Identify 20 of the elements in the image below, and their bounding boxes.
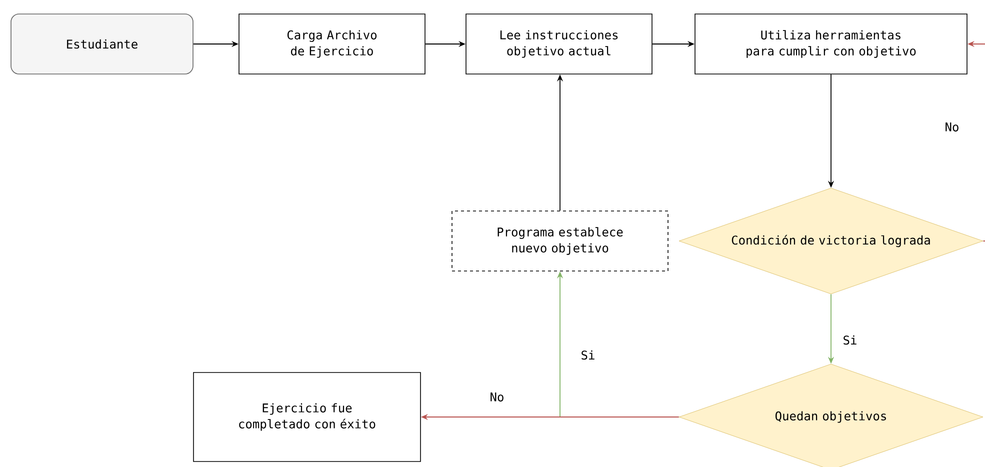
- node-label: Carga Archivo de Ejercicio: [287, 30, 377, 58]
- process-box: [694, 14, 968, 74]
- node-label: Ejercicio fue completado con éxito: [239, 403, 376, 431]
- edge-label: No: [488, 392, 506, 402]
- edge-label: Si: [842, 334, 858, 346]
- process-box: [452, 210, 668, 272]
- edge-label: Si: [580, 349, 596, 361]
- node-label: Estudiante: [67, 39, 138, 49]
- node-label: Utiliza herramientas para cumplir con objetivo: [746, 30, 916, 58]
- edge-label: No: [944, 122, 960, 132]
- node-label: Programa establece nuevo objetivo: [498, 227, 623, 255]
- decision-diamond: [678, 364, 984, 467]
- process-box: [238, 14, 426, 74]
- node-label: Condición de victoria lograda: [732, 234, 930, 248]
- process-box: [193, 372, 421, 462]
- node-label: Quedan objetivos: [776, 411, 886, 423]
- start-box: [10, 14, 194, 74]
- decision-diamond: [678, 188, 984, 294]
- node-label: Lee instrucciones objetivo actual: [500, 30, 618, 58]
- process-box: [466, 14, 652, 74]
